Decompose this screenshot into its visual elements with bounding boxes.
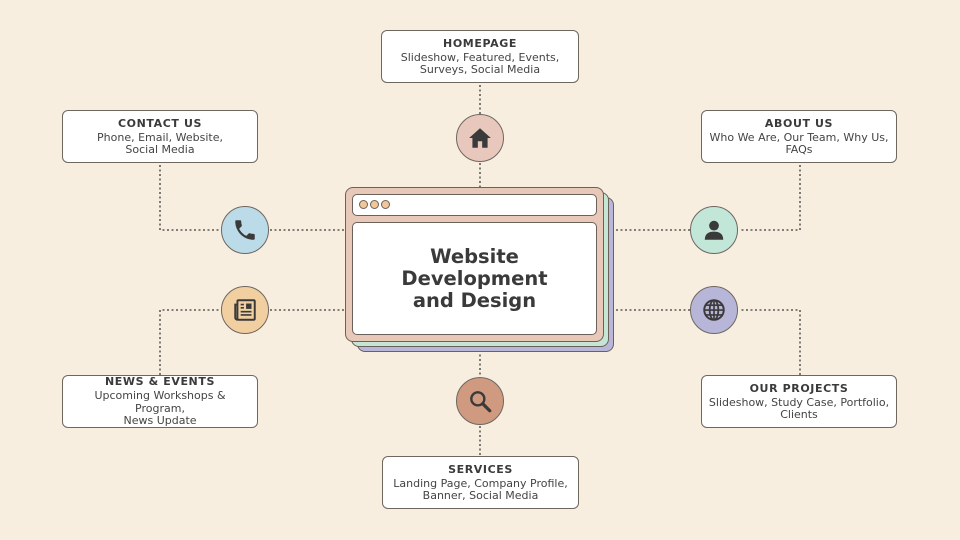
- node-title: CONTACT US: [117, 116, 203, 130]
- node-news-events: NEWS & EVENTS Upcoming Workshops & Progr…: [62, 375, 258, 428]
- home-icon: [469, 128, 491, 148]
- browser-content: Website Development and Design: [352, 222, 597, 335]
- circle-news-events: [221, 286, 269, 334]
- circle-services: [456, 377, 504, 425]
- browser-title-bar: [352, 194, 597, 216]
- node-description: Who We Are, Our Team, Why Us, FAQs: [709, 130, 889, 156]
- center-title: Website Development and Design: [401, 244, 548, 312]
- circle-contact-us: [221, 206, 269, 254]
- connector-projects: [612, 309, 801, 375]
- window-dot-3: [381, 200, 390, 209]
- node-title: ABOUT US: [764, 116, 834, 130]
- node-title: OUR PROJECTS: [749, 381, 849, 395]
- node-description: Phone, Email, Website, Social Media: [97, 130, 223, 156]
- node-description: Upcoming Workshops & Program, News Updat…: [94, 389, 226, 428]
- node-contact-us: CONTACT US Phone, Email, Website, Social…: [62, 110, 258, 163]
- browser-window: Website Development and Design: [345, 187, 604, 342]
- phone-icon: [235, 220, 255, 240]
- circle-about-us: [690, 206, 738, 254]
- search-icon: [470, 391, 492, 413]
- node-title: HOMEPAGE: [443, 36, 517, 50]
- user-icon: [704, 220, 724, 240]
- circle-homepage: [456, 114, 504, 162]
- connector-about: [612, 165, 801, 231]
- window-dot-2: [370, 200, 379, 209]
- node-title: SERVICES: [448, 462, 513, 476]
- newspaper-icon: [234, 299, 256, 321]
- node-description: Slideshow, Featured, Events, Surveys, So…: [400, 50, 560, 76]
- connector-contact: [159, 165, 346, 231]
- connector-news: [159, 309, 346, 375]
- node-our-projects: OUR PROJECTS Slideshow, Study Case, Port…: [701, 375, 897, 428]
- node-description: Landing Page, Company Profile, Banner, S…: [393, 476, 568, 502]
- node-about-us: ABOUT US Who We Are, Our Team, Why Us, F…: [701, 110, 897, 163]
- circle-our-projects: [690, 286, 738, 334]
- node-title: NEWS & EVENTS: [104, 375, 215, 389]
- globe-icon: [703, 299, 725, 321]
- node-services: SERVICES Landing Page, Company Profile, …: [382, 456, 579, 509]
- node-description: Slideshow, Study Case, Portfolio, Client…: [708, 395, 890, 421]
- window-dot-1: [359, 200, 368, 209]
- node-homepage: HOMEPAGE Slideshow, Featured, Events, Su…: [381, 30, 579, 83]
